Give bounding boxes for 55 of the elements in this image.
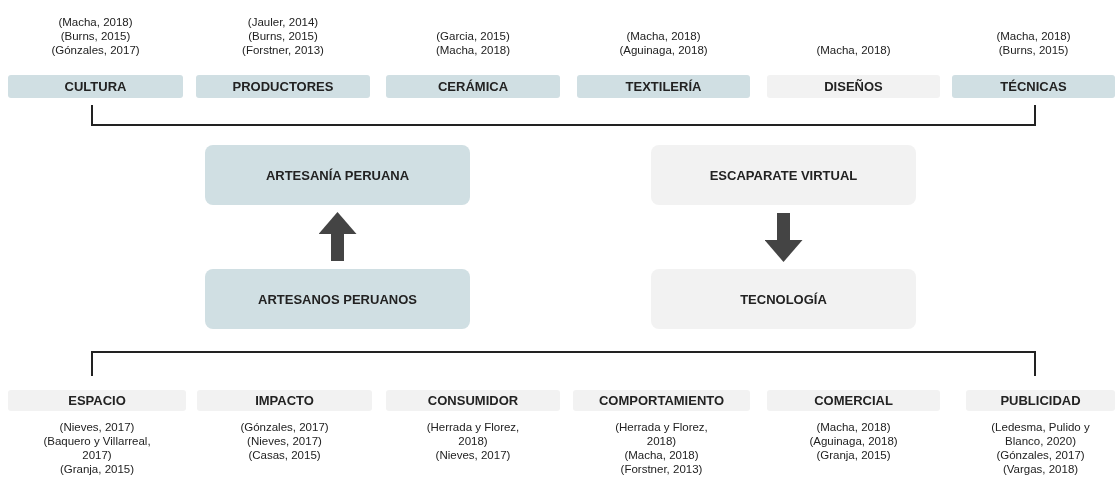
- citation: (Ledesma, Pulido y Blanco, 2020): [990, 420, 1091, 448]
- box-label: IMPACTO: [255, 393, 314, 408]
- citation: (Forstner, 2013): [242, 43, 324, 57]
- box-label: DISEÑOS: [824, 79, 883, 94]
- citation: (Aguinaga, 2018): [809, 434, 898, 448]
- box-label: ESCAPARATE VIRTUAL: [709, 167, 858, 183]
- citation: (Jauler, 2014): [247, 15, 319, 29]
- box-label: ARTESANÍA PERUANA: [265, 167, 410, 183]
- citation: (Burns, 2015): [60, 29, 131, 43]
- category-box: [8, 75, 183, 98]
- citation: (Granja, 2015): [816, 448, 891, 462]
- concept-box: [205, 269, 470, 329]
- citation: (Macha, 2018): [624, 448, 699, 462]
- citation: (Macha, 2018): [816, 43, 891, 57]
- citation: (Nieves, 2017): [59, 420, 135, 434]
- citation: (Baquero y Villarreal, 2017): [42, 434, 152, 462]
- category-box: [577, 75, 750, 98]
- box-label: TÉCNICAS: [1000, 79, 1067, 94]
- citation: (Herrada y Florez, 2018): [425, 420, 521, 448]
- citation: (Gónzales, 2017): [240, 420, 329, 434]
- citation: (Macha, 2018): [626, 29, 701, 43]
- citation: (Vargas, 2018): [1002, 462, 1079, 476]
- box-label: ARTESANOS PERUANOS: [258, 291, 417, 307]
- category-box: [386, 75, 560, 98]
- citation: (Nieves, 2017): [247, 434, 322, 448]
- box-label: COMPORTAMIENTO: [598, 393, 725, 408]
- citation: (Gónzales, 2017): [51, 43, 140, 57]
- box-label: CONSUMIDOR: [427, 393, 519, 408]
- citation: (Macha, 2018): [816, 420, 891, 434]
- category-box: [952, 75, 1115, 98]
- citation: (Macha, 2018): [996, 29, 1071, 43]
- box-label: TEXTILERÍA: [625, 79, 702, 94]
- block-arrow: [318, 212, 357, 261]
- citation: (Gónzales, 2017): [996, 448, 1085, 462]
- citation: (Garcia, 2015): [436, 29, 510, 43]
- citation: (Macha, 2018): [435, 43, 511, 57]
- box-label: PRODUCTORES: [232, 79, 334, 94]
- citation: (Forstner, 2013): [620, 462, 703, 476]
- citation: (Casas, 2015): [248, 448, 321, 462]
- box-label: CERÁMICA: [437, 79, 509, 94]
- box-label: CULTURA: [64, 79, 127, 94]
- citation: (Burns, 2015): [248, 29, 318, 43]
- block-arrow: [764, 213, 803, 262]
- citation: (Granja, 2015): [59, 462, 135, 476]
- citation: (Aguinaga, 2018): [619, 43, 708, 57]
- citation: (Nieves, 2017): [435, 448, 511, 462]
- citation: (Macha, 2018): [58, 15, 133, 29]
- box-label: ESPACIO: [68, 393, 126, 408]
- category-box: [196, 75, 370, 98]
- box-label: PUBLICIDAD: [1000, 393, 1081, 408]
- citation: (Burns, 2015): [998, 43, 1069, 57]
- concept-box: [205, 145, 470, 205]
- box-label: TECNOLOGÍA: [740, 291, 827, 307]
- citation: (Herrada y Florez, 2018): [614, 420, 709, 448]
- box-label: COMERCIAL: [814, 393, 893, 408]
